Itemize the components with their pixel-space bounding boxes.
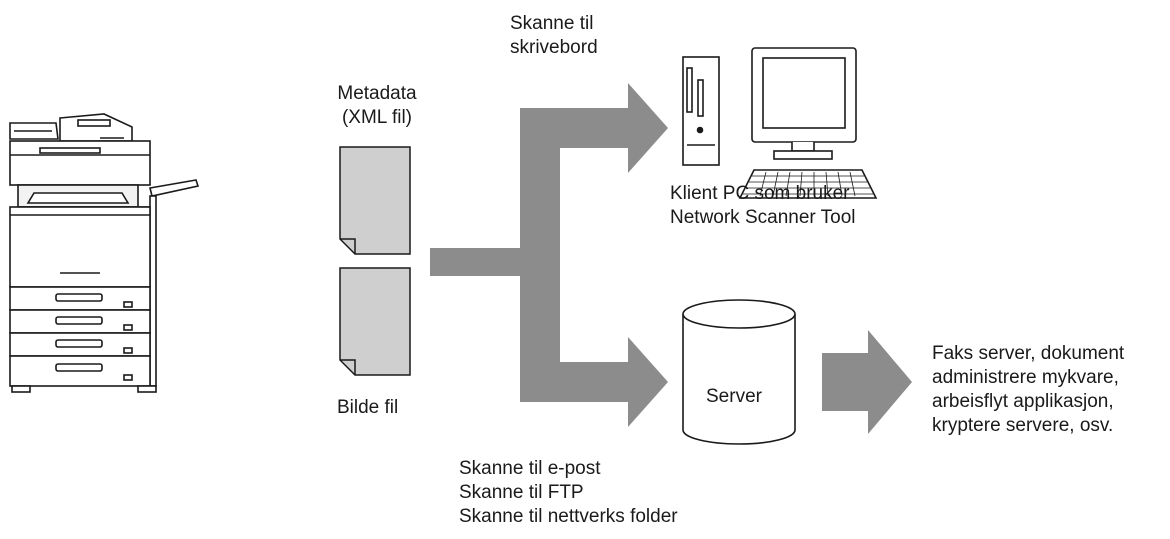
- metadata-document-icon: [339, 146, 411, 255]
- metadata-label: Metadata (XML fil): [337, 83, 417, 128]
- image-file-label: Bilde fil: [337, 397, 399, 418]
- flow-arrow-main: [430, 83, 668, 427]
- scan-methods-label: Skanne til e-post Skanne til FTP Skanne …: [459, 458, 678, 527]
- client-pc-label: Klient PC som bruker Network Scanner Too…: [670, 183, 856, 228]
- scan-to-desktop-label: Skanne til skrivebord: [510, 13, 598, 58]
- server-icon: [682, 299, 796, 445]
- flow-arrows: [430, 83, 912, 434]
- printer-icon: [9, 113, 200, 393]
- flow-arrow-server-out: [822, 330, 912, 434]
- server-label: Server: [706, 386, 762, 407]
- server-applications-label: Faks server, dokument administrere mykva…: [932, 343, 1125, 436]
- image-document-icon: [339, 267, 411, 376]
- client-pc-icon: [682, 47, 878, 199]
